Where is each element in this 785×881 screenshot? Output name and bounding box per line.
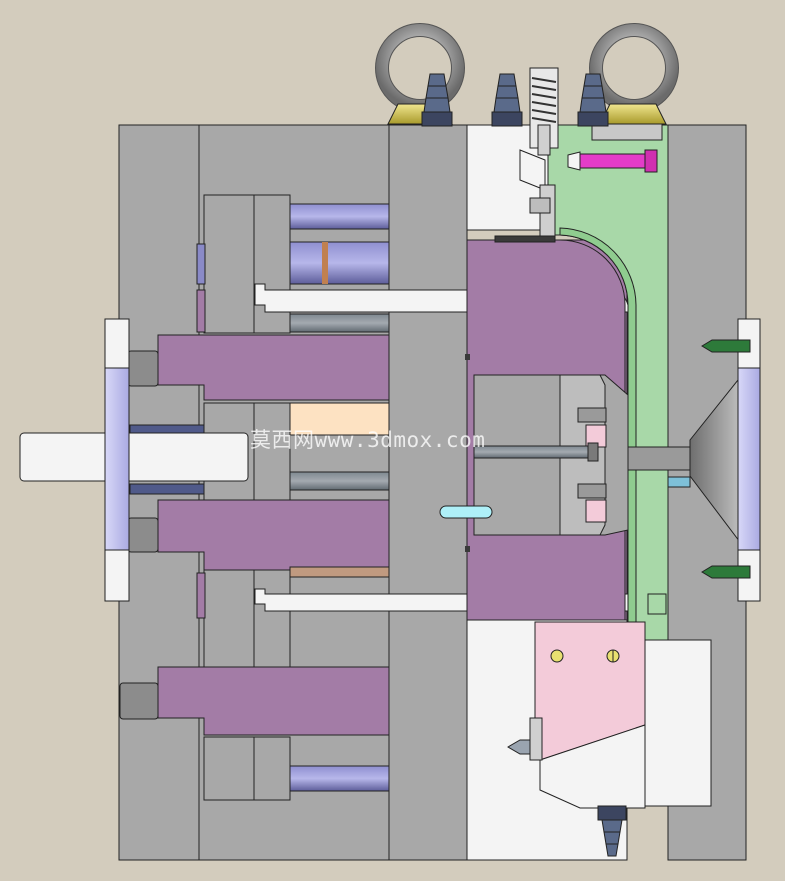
- guide-pins: [196, 203, 390, 792]
- seal-strip: [494, 235, 556, 243]
- pillar-heads: [119, 350, 159, 720]
- water-nipple-icon: [421, 73, 609, 127]
- knockout-rod: [19, 424, 249, 495]
- markers: [465, 354, 470, 552]
- center-pin: [473, 442, 599, 462]
- green-plate: [547, 124, 669, 641]
- pink-slider: [534, 621, 646, 809]
- core-plate: [388, 124, 468, 861]
- bottom-screw: [507, 717, 543, 761]
- small-bolt: [647, 593, 667, 615]
- eye-bolt-icon: [375, 23, 679, 125]
- screw-icon: [701, 339, 751, 579]
- spring-icon: [529, 67, 559, 156]
- locating-ring-left: [104, 318, 130, 602]
- watermark-text: 莫西网www.3dmox.com: [250, 428, 486, 452]
- core-inserts: [157, 289, 390, 736]
- return-pins: [289, 313, 390, 578]
- spacer-block: [289, 402, 390, 436]
- top-white-block: [466, 124, 556, 241]
- bottom-water-nipple: [597, 805, 627, 857]
- locating-ring-right: [737, 318, 761, 602]
- dowel-pin: [439, 505, 493, 519]
- cavity-inner: [466, 239, 629, 621]
- magenta-screw: [567, 149, 658, 173]
